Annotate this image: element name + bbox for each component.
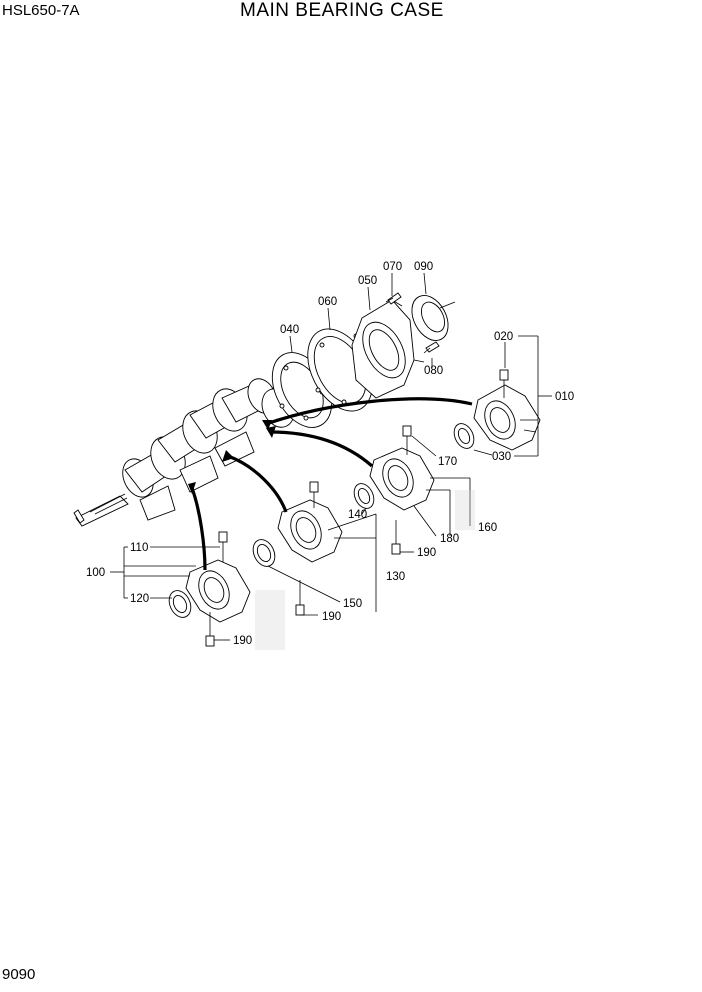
callout-130: 130 bbox=[386, 571, 405, 583]
callout-040: 040 bbox=[280, 324, 299, 336]
bolt-130-top bbox=[309, 481, 319, 508]
bearing-case-160 bbox=[369, 447, 435, 511]
page-title: MAIN BEARING CASE bbox=[240, 0, 444, 21]
callout-080: 080 bbox=[424, 365, 443, 377]
bearing-140 bbox=[353, 483, 375, 509]
bolt-110 bbox=[218, 531, 228, 562]
callout-100: 100 bbox=[86, 567, 105, 579]
bearing-case-100 bbox=[185, 559, 251, 623]
callout-020: 020 bbox=[494, 331, 513, 343]
callout-150: 150 bbox=[343, 598, 362, 610]
callout-160: 160 bbox=[478, 522, 497, 534]
callout-090: 090 bbox=[414, 261, 433, 273]
callout-190-middle: 190 bbox=[322, 611, 341, 623]
callout-180: 180 bbox=[440, 533, 459, 545]
callout-110: 110 bbox=[130, 542, 148, 554]
bolt-190-a bbox=[391, 520, 401, 555]
callout-060: 060 bbox=[318, 296, 337, 308]
callout-190-front: 190 bbox=[233, 635, 252, 647]
bearing-030 bbox=[453, 423, 475, 449]
callout-050: 050 bbox=[358, 275, 377, 287]
model-code: HSL650-7A bbox=[2, 2, 80, 19]
crankshaft bbox=[73, 378, 295, 527]
callout-120: 120 bbox=[130, 593, 149, 605]
bolt-070 bbox=[385, 292, 402, 305]
page-number: 9090 bbox=[2, 966, 36, 983]
callout-labels: 070 090 050 060 040 020 080 010 030 170 … bbox=[86, 261, 574, 647]
bearing-case-130 bbox=[277, 499, 343, 563]
bolt-190-b bbox=[295, 580, 305, 616]
callout-170: 170 bbox=[438, 456, 457, 468]
bolt-160-top bbox=[402, 425, 412, 455]
bolt-020 bbox=[499, 369, 509, 398]
bearing-120 bbox=[168, 590, 192, 618]
bolt-080 bbox=[423, 341, 440, 354]
callout-140: 140 bbox=[348, 509, 367, 521]
callout-070: 070 bbox=[383, 261, 402, 273]
assembly-arrows bbox=[188, 397, 473, 571]
callout-010: 010 bbox=[555, 391, 574, 403]
bolt-190-c bbox=[205, 612, 215, 647]
oil-seal-090 bbox=[411, 295, 456, 341]
callout-030: 030 bbox=[492, 451, 511, 463]
leader-lines bbox=[110, 272, 552, 641]
bearing-150 bbox=[252, 539, 276, 567]
bearing-case-010 bbox=[473, 384, 541, 451]
callout-190-center: 190 bbox=[417, 547, 436, 559]
rear-cover-050 bbox=[351, 299, 425, 399]
hatching bbox=[255, 490, 475, 650]
